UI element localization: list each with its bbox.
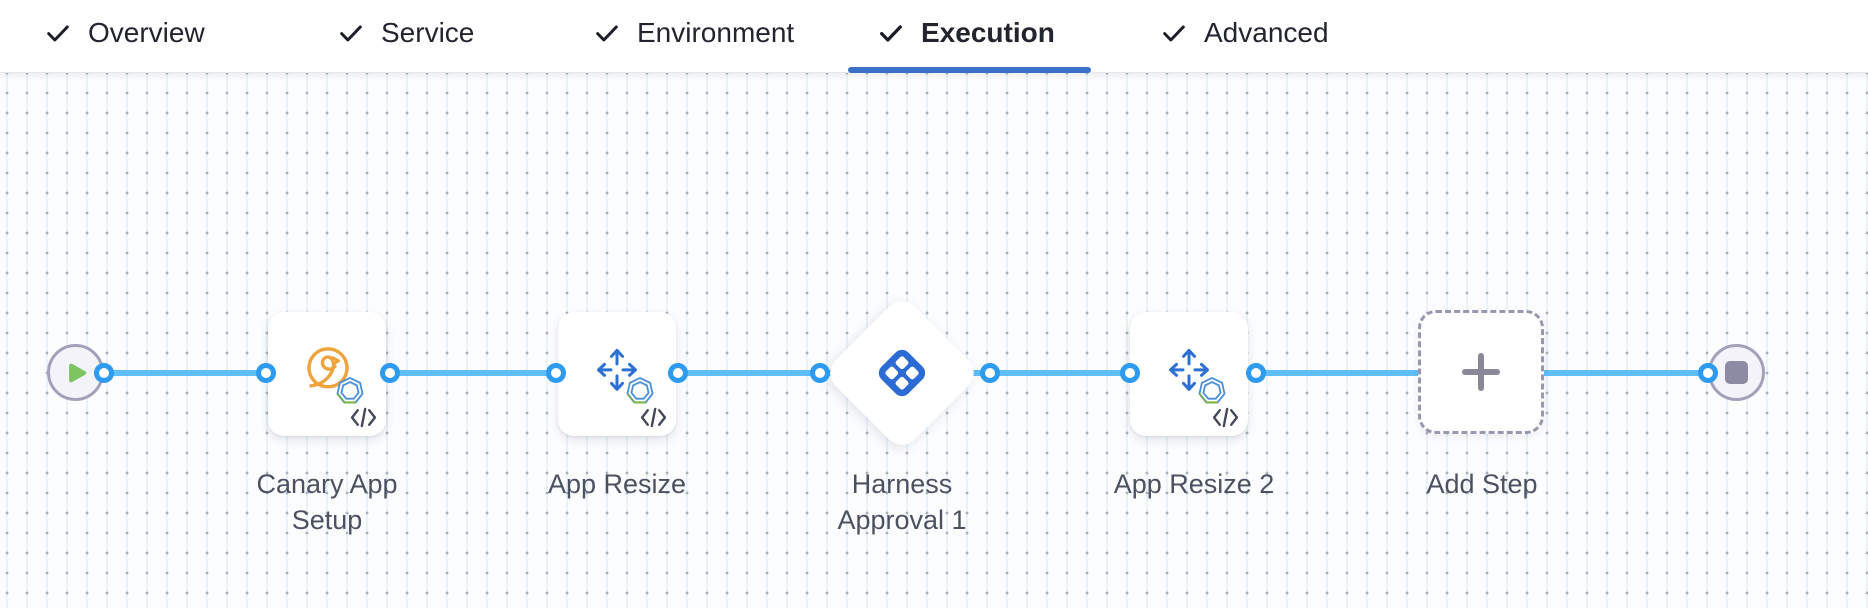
tab-overview[interactable]: Overview (44, 0, 205, 66)
check-icon (596, 25, 618, 42)
code-template-icon (350, 407, 377, 428)
tab-label: Advanced (1204, 17, 1329, 48)
tab-label: Service (381, 17, 475, 48)
step-label: Add Step (1426, 469, 1538, 499)
check-icon (1163, 25, 1185, 42)
tab-label: Environment (637, 17, 795, 48)
active-tab-underline (848, 67, 1091, 73)
resize-arrows-icon (597, 348, 637, 391)
pipeline-start-node[interactable] (47, 344, 104, 401)
canary-bird-icon (307, 347, 349, 389)
config-heptagon-badge-icon (336, 376, 364, 404)
add-step-button[interactable] (1418, 310, 1544, 434)
tab-advanced[interactable]: Advanced (1160, 0, 1329, 66)
step-node-app-resize[interactable] (558, 312, 676, 436)
config-heptagon-badge-icon (626, 376, 654, 404)
connector-port[interactable] (1698, 363, 1718, 383)
tab-label: Overview (88, 17, 205, 48)
check-icon (47, 25, 69, 42)
tab-service[interactable]: Service (337, 0, 474, 66)
connector-port[interactable] (546, 363, 566, 383)
step-label: App Resize (547, 469, 687, 499)
tab-environment[interactable]: Environment (593, 0, 794, 66)
step-label: App Resize 2 (1113, 469, 1275, 499)
code-template-icon (640, 407, 667, 428)
check-icon (340, 25, 362, 42)
connector-port[interactable] (810, 363, 830, 383)
connector-port[interactable] (980, 363, 1000, 383)
harness-approval-icon (878, 349, 926, 397)
config-heptagon-badge-icon (1198, 376, 1226, 404)
step-label: Canary App Setup (256, 469, 398, 535)
plus-icon (1461, 352, 1501, 392)
tab-label: Execution (921, 17, 1055, 48)
stop-icon (1725, 361, 1748, 384)
connector-port[interactable] (380, 363, 400, 383)
code-template-icon (1212, 407, 1239, 428)
step-node-app-resize-2[interactable] (1130, 312, 1248, 436)
connector-port[interactable] (1120, 363, 1140, 383)
step-node-canary-app-setup[interactable] (268, 312, 386, 436)
resize-arrows-icon (1169, 348, 1209, 391)
connector-port[interactable] (256, 363, 276, 383)
connector-port[interactable] (94, 363, 114, 383)
step-label: Harness Approval 1 (837, 469, 967, 535)
tab-execution[interactable]: Execution (877, 0, 1055, 66)
pipeline-canvas[interactable]: Canary App Setup App Resize Harness Appr… (0, 72, 1868, 608)
step-node-harness-approval-1[interactable] (822, 293, 982, 453)
play-icon (68, 363, 86, 382)
connector-port[interactable] (1246, 363, 1266, 383)
stage-config-tab-bar: Overview Service Environment Execution A… (0, 0, 1868, 73)
connector-port[interactable] (668, 363, 688, 383)
check-icon (880, 25, 902, 42)
